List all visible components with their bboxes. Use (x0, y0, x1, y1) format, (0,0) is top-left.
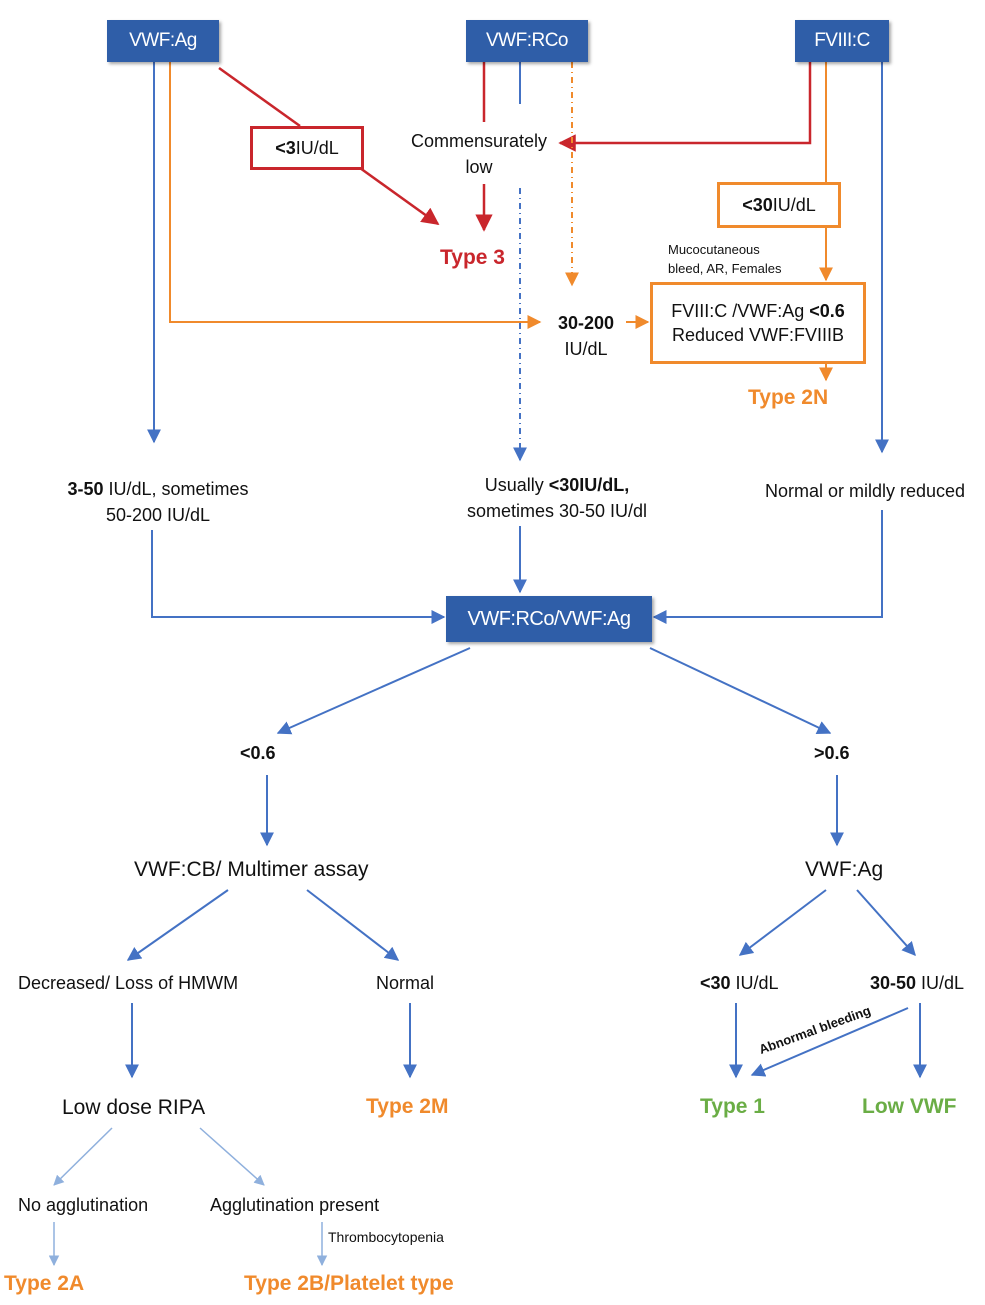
connector-ratio-to-high (649, 647, 832, 734)
vwf-ag-box: VWF:Ag (107, 20, 219, 62)
rco-range-line2: sometimes 30-50 IU/dl (466, 501, 648, 521)
ag-range-rest: IU/dL, sometimes (103, 479, 249, 499)
fviii-range-text: Normal or mildly reduced (764, 481, 966, 501)
type2a-result: Type 2A (4, 1272, 85, 1295)
fviii-lt30-value: <30 (742, 195, 773, 215)
vwf-rco-box: VWF:RCo (466, 20, 588, 62)
right-30-50-value: 30-50 (870, 973, 917, 993)
range-value: 30-200 (557, 313, 615, 333)
low-ratio-label: <0.6 (240, 743, 276, 763)
right-vwf-ag-label: VWF:Ag (805, 858, 884, 881)
fviii-lt30-box: <30 IU/dL (717, 182, 841, 228)
note-line1: Mucocutaneous (668, 242, 760, 257)
lt3-value: <3 (275, 137, 296, 158)
commensurately-low-text: Commensurately low (402, 128, 556, 180)
multimer-assay-label: VWF:CB/ Multimer assay (134, 858, 369, 881)
ag-range-line2: 50-200 IU/dL (105, 505, 211, 525)
ag-range-bold: 3-50 (67, 479, 104, 499)
ratio-threshold: <0.6 (809, 301, 845, 321)
connector-lt3-to-type3 (359, 166, 440, 226)
no-agglutination-label: No agglutination (18, 1195, 149, 1215)
agglutination-present-label: Agglutination present (210, 1195, 380, 1215)
range-unit: IU/dL (564, 339, 608, 359)
ripa-label: Low dose RIPA (62, 1096, 206, 1119)
type2m-result: Type 2M (366, 1095, 449, 1118)
connector-vwfag-to-lt3 (218, 66, 301, 128)
vwf-ag-label: VWF:Ag (129, 30, 197, 51)
vwf-ag-range-text: 3-50 IU/dL, sometimes 50-200 IU/dL (40, 476, 276, 528)
decreased-hmwm-label: Decreased/ Loss of HMWM (18, 973, 239, 993)
connector-ag-to-ratio (151, 530, 446, 624)
commensurate-line1: Commensurately (410, 131, 548, 151)
rco-threshold: <30IU/dL, (548, 475, 630, 495)
right-lt30-unit: IU/dL (730, 973, 779, 993)
type2n-result: Type 2N (748, 386, 829, 409)
vwf-rco-label: VWF:RCo (486, 30, 569, 51)
range-30-200: 30-200 IU/dL (546, 310, 626, 362)
ratio-box: VWF:RCo/VWF:Ag (446, 596, 652, 642)
low-vwf-result: Low VWF (862, 1095, 957, 1118)
fviii-c-label: FVIII:C (814, 30, 870, 51)
rco-usually: Usually (484, 475, 549, 495)
connector-abnormal-bleeding (750, 1007, 909, 1077)
reduced-binding-text: Reduced VWF:FVIIIB (671, 325, 845, 345)
right-lt30-label: <30 IU/dL (700, 970, 779, 996)
connector-vwfag-to-range (169, 62, 542, 329)
fviii-lt30-unit: IU/dL (772, 195, 816, 215)
right-lt30-value: <30 (700, 973, 731, 993)
fviii-c-box: FVIII:C (795, 20, 889, 62)
connector-ratio-to-low (276, 647, 471, 735)
normal-multimer-label: Normal (376, 973, 435, 993)
thrombocytopenia-label: Thrombocytopenia (328, 1229, 444, 1245)
type3-result: Type 3 (440, 246, 505, 269)
high-ratio-label: >0.6 (814, 743, 850, 763)
mucocutaneous-note: Mucocutaneous bleed, AR, Females (668, 240, 781, 278)
lt3-box: <3 IU/dL (250, 126, 364, 170)
right-30-50-unit: IU/dL (916, 973, 965, 993)
ratio-label: FVIII:C /VWF:Ag (671, 301, 810, 321)
note-line2: bleed, AR, Females (668, 261, 782, 276)
connector-fviii-to-ratio (652, 510, 883, 624)
connector-fviii-to-commensurate (558, 62, 812, 152)
commensurate-line2: low (465, 157, 493, 177)
type2b-result: Type 2B/Platelet type (244, 1272, 454, 1295)
right-30-50-label: 30-50 IU/dL (870, 970, 964, 996)
vwf-rco-range-text: Usually <30IU/dL, sometimes 30-50 IU/dl (450, 472, 664, 524)
lt3-unit: IU/dL (295, 137, 339, 158)
ratio-box-label: VWF:RCo/VWF:Ag (467, 607, 631, 630)
type1-result: Type 1 (700, 1095, 765, 1118)
fviii-ratio-box: FVIII:C /VWF:Ag <0.6 Reduced VWF:FVIIIB (650, 282, 866, 364)
